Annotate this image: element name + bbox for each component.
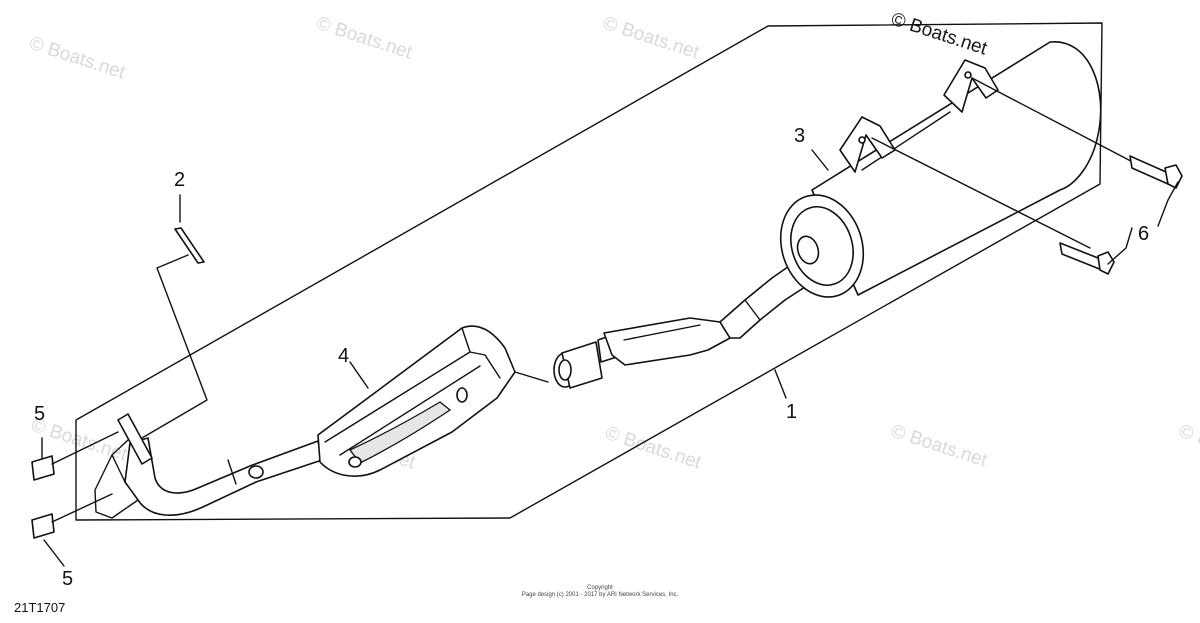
callout-4: 4 <box>338 345 349 367</box>
head-pipe <box>94 413 323 519</box>
callouts: 1 2 3 4 5 5 6 <box>34 125 1149 590</box>
copyright-title: Copyright <box>587 585 613 591</box>
callout-5-lower: 5 <box>62 568 73 590</box>
flange <box>117 413 153 465</box>
leader-lines <box>349 149 829 399</box>
muffler-bracket <box>839 116 896 173</box>
assembly-outline <box>75 22 1103 521</box>
watermark-dark: © Boats.net <box>888 9 990 60</box>
mid-pipe <box>553 261 809 389</box>
part-2-clip <box>129 194 208 446</box>
callout-6: 6 <box>1138 223 1149 245</box>
part-6-bolts <box>871 77 1183 275</box>
part-4-heat-shield <box>317 325 549 477</box>
watermark: © Boats.net <box>313 13 415 64</box>
callout-2: 2 <box>174 169 185 191</box>
footer: Copyright Page design (c) 2001 - 2017 by… <box>14 585 679 615</box>
watermark: © Boats.net <box>602 423 704 474</box>
watermark: © Boats.net <box>1176 421 1200 472</box>
watermark: © Boats.net <box>26 33 128 84</box>
diagram-code: 21T1707 <box>14 600 65 615</box>
copyright-line: Page design (c) 2001 - 2017 by ARI Netwo… <box>522 592 679 598</box>
callout-5-upper: 5 <box>34 403 45 425</box>
muffler-bracket <box>943 59 999 113</box>
watermark: © Boats.net <box>600 13 702 64</box>
part-3-muffler <box>779 41 1102 298</box>
callout-3: 3 <box>794 125 805 147</box>
part-5-studs <box>31 431 119 567</box>
callout-1: 1 <box>786 401 797 423</box>
watermark: © Boats.net <box>888 421 990 472</box>
